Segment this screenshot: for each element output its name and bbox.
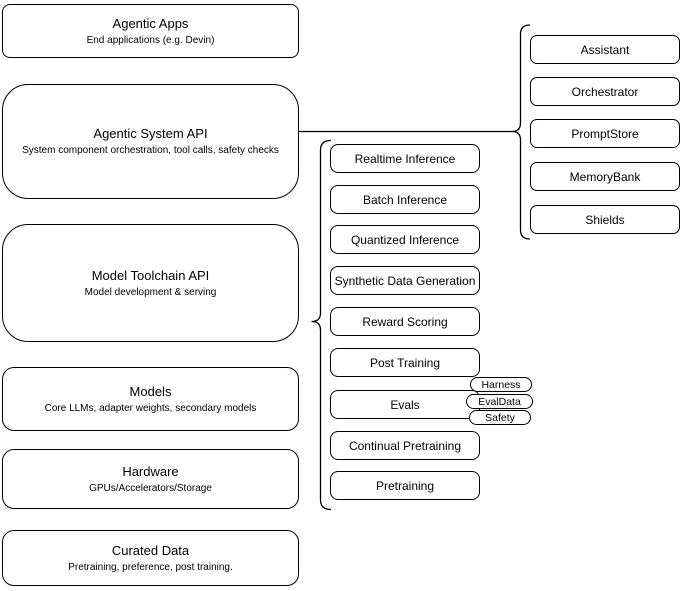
toolchain-item-evals: Evals [330,390,480,419]
layer-title: Curated Data [111,542,190,558]
layer-subtitle: End applications (e.g. Devin) [86,34,215,46]
layer-subtitle: System component orchestration, tool cal… [22,145,279,156]
layer-subtitle: Pretraining, preference, post training. [68,561,233,573]
component-shields: Shields [530,205,680,234]
layer-subtitle: Core LLMs, adapter weights, secondary mo… [44,402,257,414]
toolchain-item-synthetic-data-generation: Synthetic Data Generation [330,266,480,295]
toolchain-item-batch-inference: Batch Inference [330,185,480,214]
evals-pill-evaldata: EvalData [466,394,533,409]
toolchain-item-continual-pretraining: Continual Pretraining [330,431,480,460]
layer-box-model-toolchain-api: Model Toolchain API Model development & … [2,224,299,342]
toolchain-brace [311,139,332,511]
layer-box-curated-data: Curated Data Pretraining, preference, po… [2,530,299,586]
layer-subtitle: GPUs/Accelerators/Storage [89,482,212,494]
evals-pill-safety: Safety [469,410,531,425]
layer-title: Agentic System API [93,126,208,141]
layer-subtitle: Model development & serving [84,286,217,298]
toolchain-item-realtime-inference: Realtime Inference [330,144,480,173]
toolchain-item-post-training: Post Training [330,348,480,377]
layer-title: Hardware [122,463,179,479]
layer-box-agentic-apps: Agentic Apps End applications (e.g. Devi… [2,4,299,58]
component-promptstore: PromptStore [530,119,680,148]
layer-title: Models [129,383,172,399]
layer-box-models: Models Core LLMs, adapter weights, secon… [2,367,299,431]
component-assistant: Assistant [530,35,680,64]
toolchain-item-reward-scoring: Reward Scoring [330,307,480,336]
toolchain-item-pretraining: Pretraining [330,471,480,500]
layer-title: Model Toolchain API [91,267,210,283]
component-memorybank: MemoryBank [530,162,680,191]
layer-title: Agentic Apps [112,15,189,31]
layer-box-agentic-system-api: Agentic System API System component orch… [2,84,299,199]
layer-box-hardware: Hardware GPUs/Accelerators/Storage [2,449,299,509]
toolchain-item-quantized-inference: Quantized Inference [330,225,480,254]
component-orchestrator: Orchestrator [530,77,680,106]
evals-pill-harness: Harness [470,377,532,392]
system-components-brace [511,24,531,240]
